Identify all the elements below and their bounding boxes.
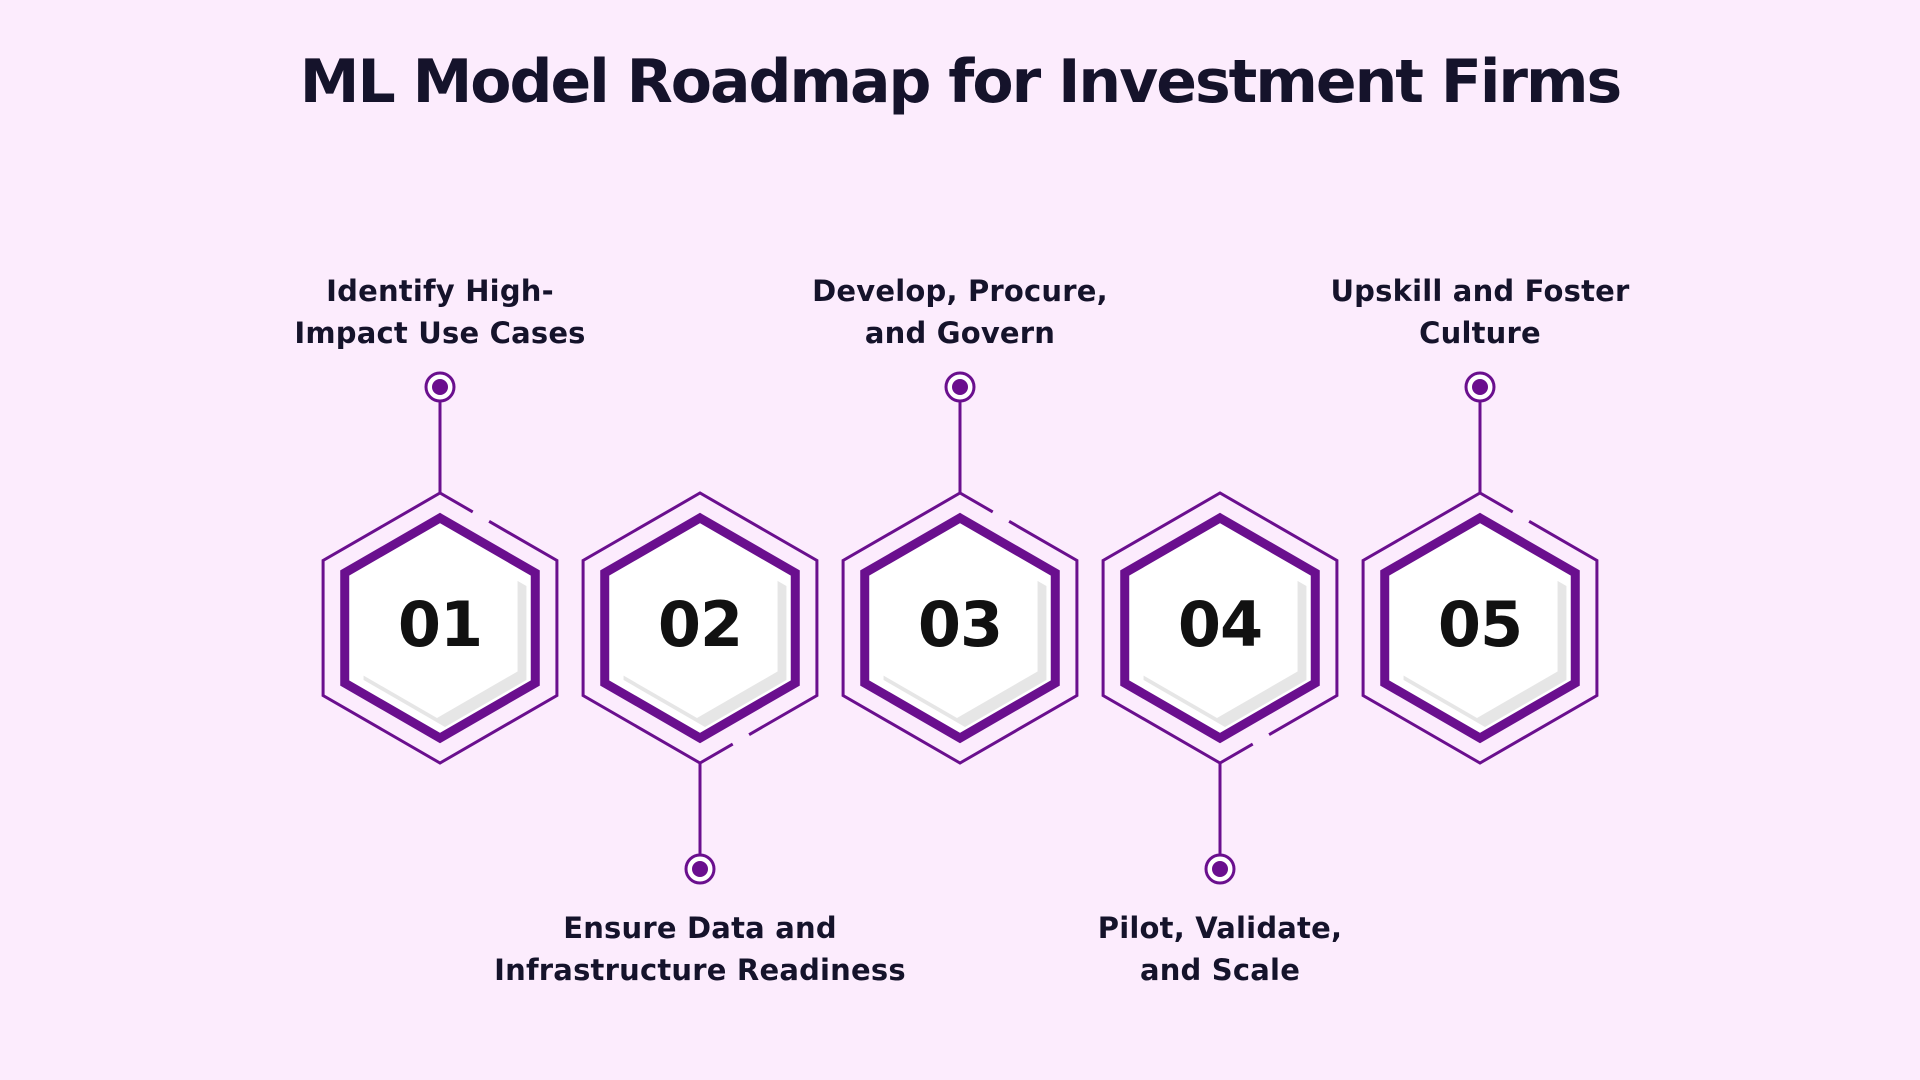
hexagon-outer-outline	[1101, 491, 1339, 765]
hexagon-outer-outline	[321, 491, 559, 765]
connector-dot	[952, 379, 968, 395]
hexagon-face	[356, 532, 518, 718]
hexagon-outer-outline	[841, 491, 1079, 765]
step-label-line: Identify High-	[326, 274, 554, 308]
step-label-line: and Scale	[1139, 953, 1301, 987]
page-title: ML Model Roadmap for Investment Firms	[299, 47, 1622, 117]
step-label-line: Upskill and Foster	[1330, 274, 1630, 308]
step-label-line: Develop, Procure,	[812, 274, 1108, 308]
step-number: 02	[657, 588, 743, 661]
step-label-line: Impact Use Cases	[294, 316, 586, 350]
step-label: Develop, Procure, and Govern	[790, 270, 1130, 354]
hexagon-face	[1136, 532, 1298, 718]
step-label: Pilot, Validate, and Scale	[1050, 907, 1390, 991]
connector-dot	[692, 861, 708, 877]
hexagon-face	[616, 532, 778, 718]
step-label-line: Infrastructure Readiness	[494, 953, 906, 987]
step-label-line: Pilot, Validate,	[1097, 911, 1343, 945]
hexagon-outer-outline	[1361, 491, 1599, 765]
step-number: 04	[1177, 588, 1263, 661]
connector-dot	[432, 379, 448, 395]
step-label-line: and Govern	[864, 316, 1056, 350]
step-number: 01	[397, 588, 483, 661]
hexagon-face	[876, 532, 1038, 718]
step-label-line: Ensure Data and	[563, 911, 837, 945]
step-label-line: Culture	[1419, 316, 1541, 350]
hexagon-face	[1396, 532, 1558, 718]
step-label: Identify High- Impact Use Cases	[270, 270, 610, 354]
connector-dot	[1472, 379, 1488, 395]
connector-dot	[1212, 861, 1228, 877]
step-number: 05	[1437, 588, 1523, 661]
hexagon-outer-outline	[581, 491, 819, 765]
step-number: 03	[917, 588, 1003, 661]
